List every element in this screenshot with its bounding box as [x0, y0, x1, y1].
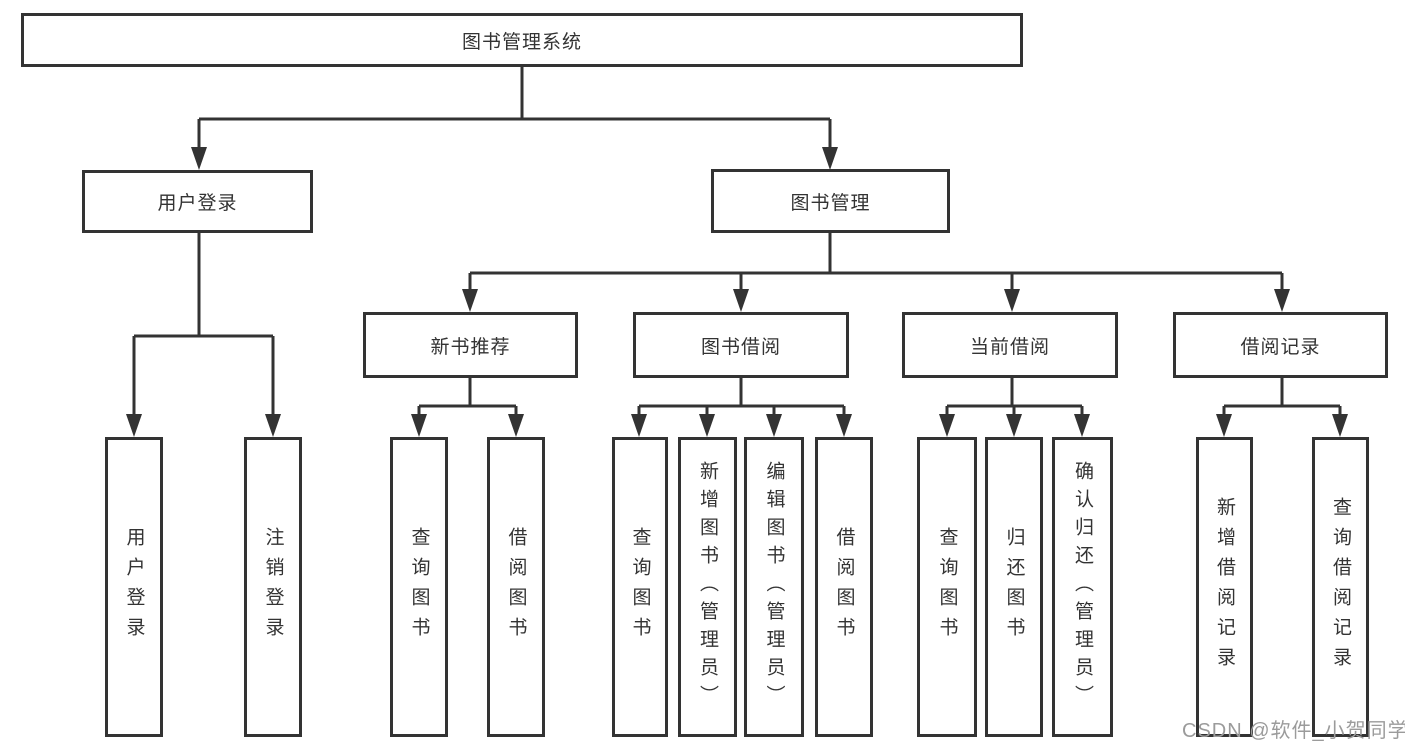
- node-leaf-borrow-book-1: 借阅图书: [487, 437, 545, 737]
- node-current-borrow: 当前借阅: [902, 312, 1118, 378]
- node-leaf-return-book: 归还图书: [985, 437, 1043, 737]
- node-leaf-logout: 注销登录: [244, 437, 302, 737]
- node-leaf-query-book-2: 查询图书: [612, 437, 668, 737]
- node-leaf-user-login: 用户登录: [105, 437, 163, 737]
- arrow-down-icon: [1274, 289, 1290, 312]
- node-leaf-edit-book-admin: 编辑图书（管理员）: [744, 437, 804, 737]
- node-leaf-confirm-return-admin: 确认归还（管理员）: [1052, 437, 1113, 737]
- arrow-down-icon: [1006, 414, 1022, 437]
- arrow-down-icon: [836, 414, 852, 437]
- node-new-book-recommend: 新书推荐: [363, 312, 578, 378]
- node-leaf-query-book-1: 查询图书: [390, 437, 448, 737]
- arrow-down-icon: [766, 414, 782, 437]
- arrow-down-icon: [191, 147, 207, 170]
- csdn-watermark: CSDN @软件_小贺同学: [1182, 720, 1405, 742]
- arrow-down-icon: [462, 289, 478, 312]
- arrow-down-icon: [631, 414, 647, 437]
- arrow-down-icon: [411, 414, 427, 437]
- arrow-down-icon: [1216, 414, 1232, 437]
- arrow-down-icon: [699, 414, 715, 437]
- node-library-system: 图书管理系统: [21, 13, 1023, 67]
- arrow-down-icon: [265, 414, 281, 437]
- node-leaf-add-borrow-record: 新增借阅记录: [1196, 437, 1253, 737]
- arrow-down-icon: [508, 414, 524, 437]
- node-leaf-add-book-admin: 新增图书（管理员）: [678, 437, 737, 737]
- arrow-down-icon: [126, 414, 142, 437]
- arrow-down-icon: [1074, 414, 1090, 437]
- arrow-down-icon: [822, 147, 838, 170]
- node-borrow-record: 借阅记录: [1173, 312, 1388, 378]
- node-leaf-query-book-3: 查询图书: [917, 437, 977, 737]
- node-book-management: 图书管理: [711, 169, 950, 233]
- arrow-down-icon: [1004, 289, 1020, 312]
- arrow-down-icon: [939, 414, 955, 437]
- arrow-down-icon: [1332, 414, 1348, 437]
- node-user-login: 用户登录: [82, 170, 313, 233]
- node-book-borrow: 图书借阅: [633, 312, 849, 378]
- arrow-down-icon: [733, 289, 749, 312]
- node-leaf-query-borrow-record: 查询借阅记录: [1312, 437, 1369, 737]
- node-leaf-borrow-book-2: 借阅图书: [815, 437, 873, 737]
